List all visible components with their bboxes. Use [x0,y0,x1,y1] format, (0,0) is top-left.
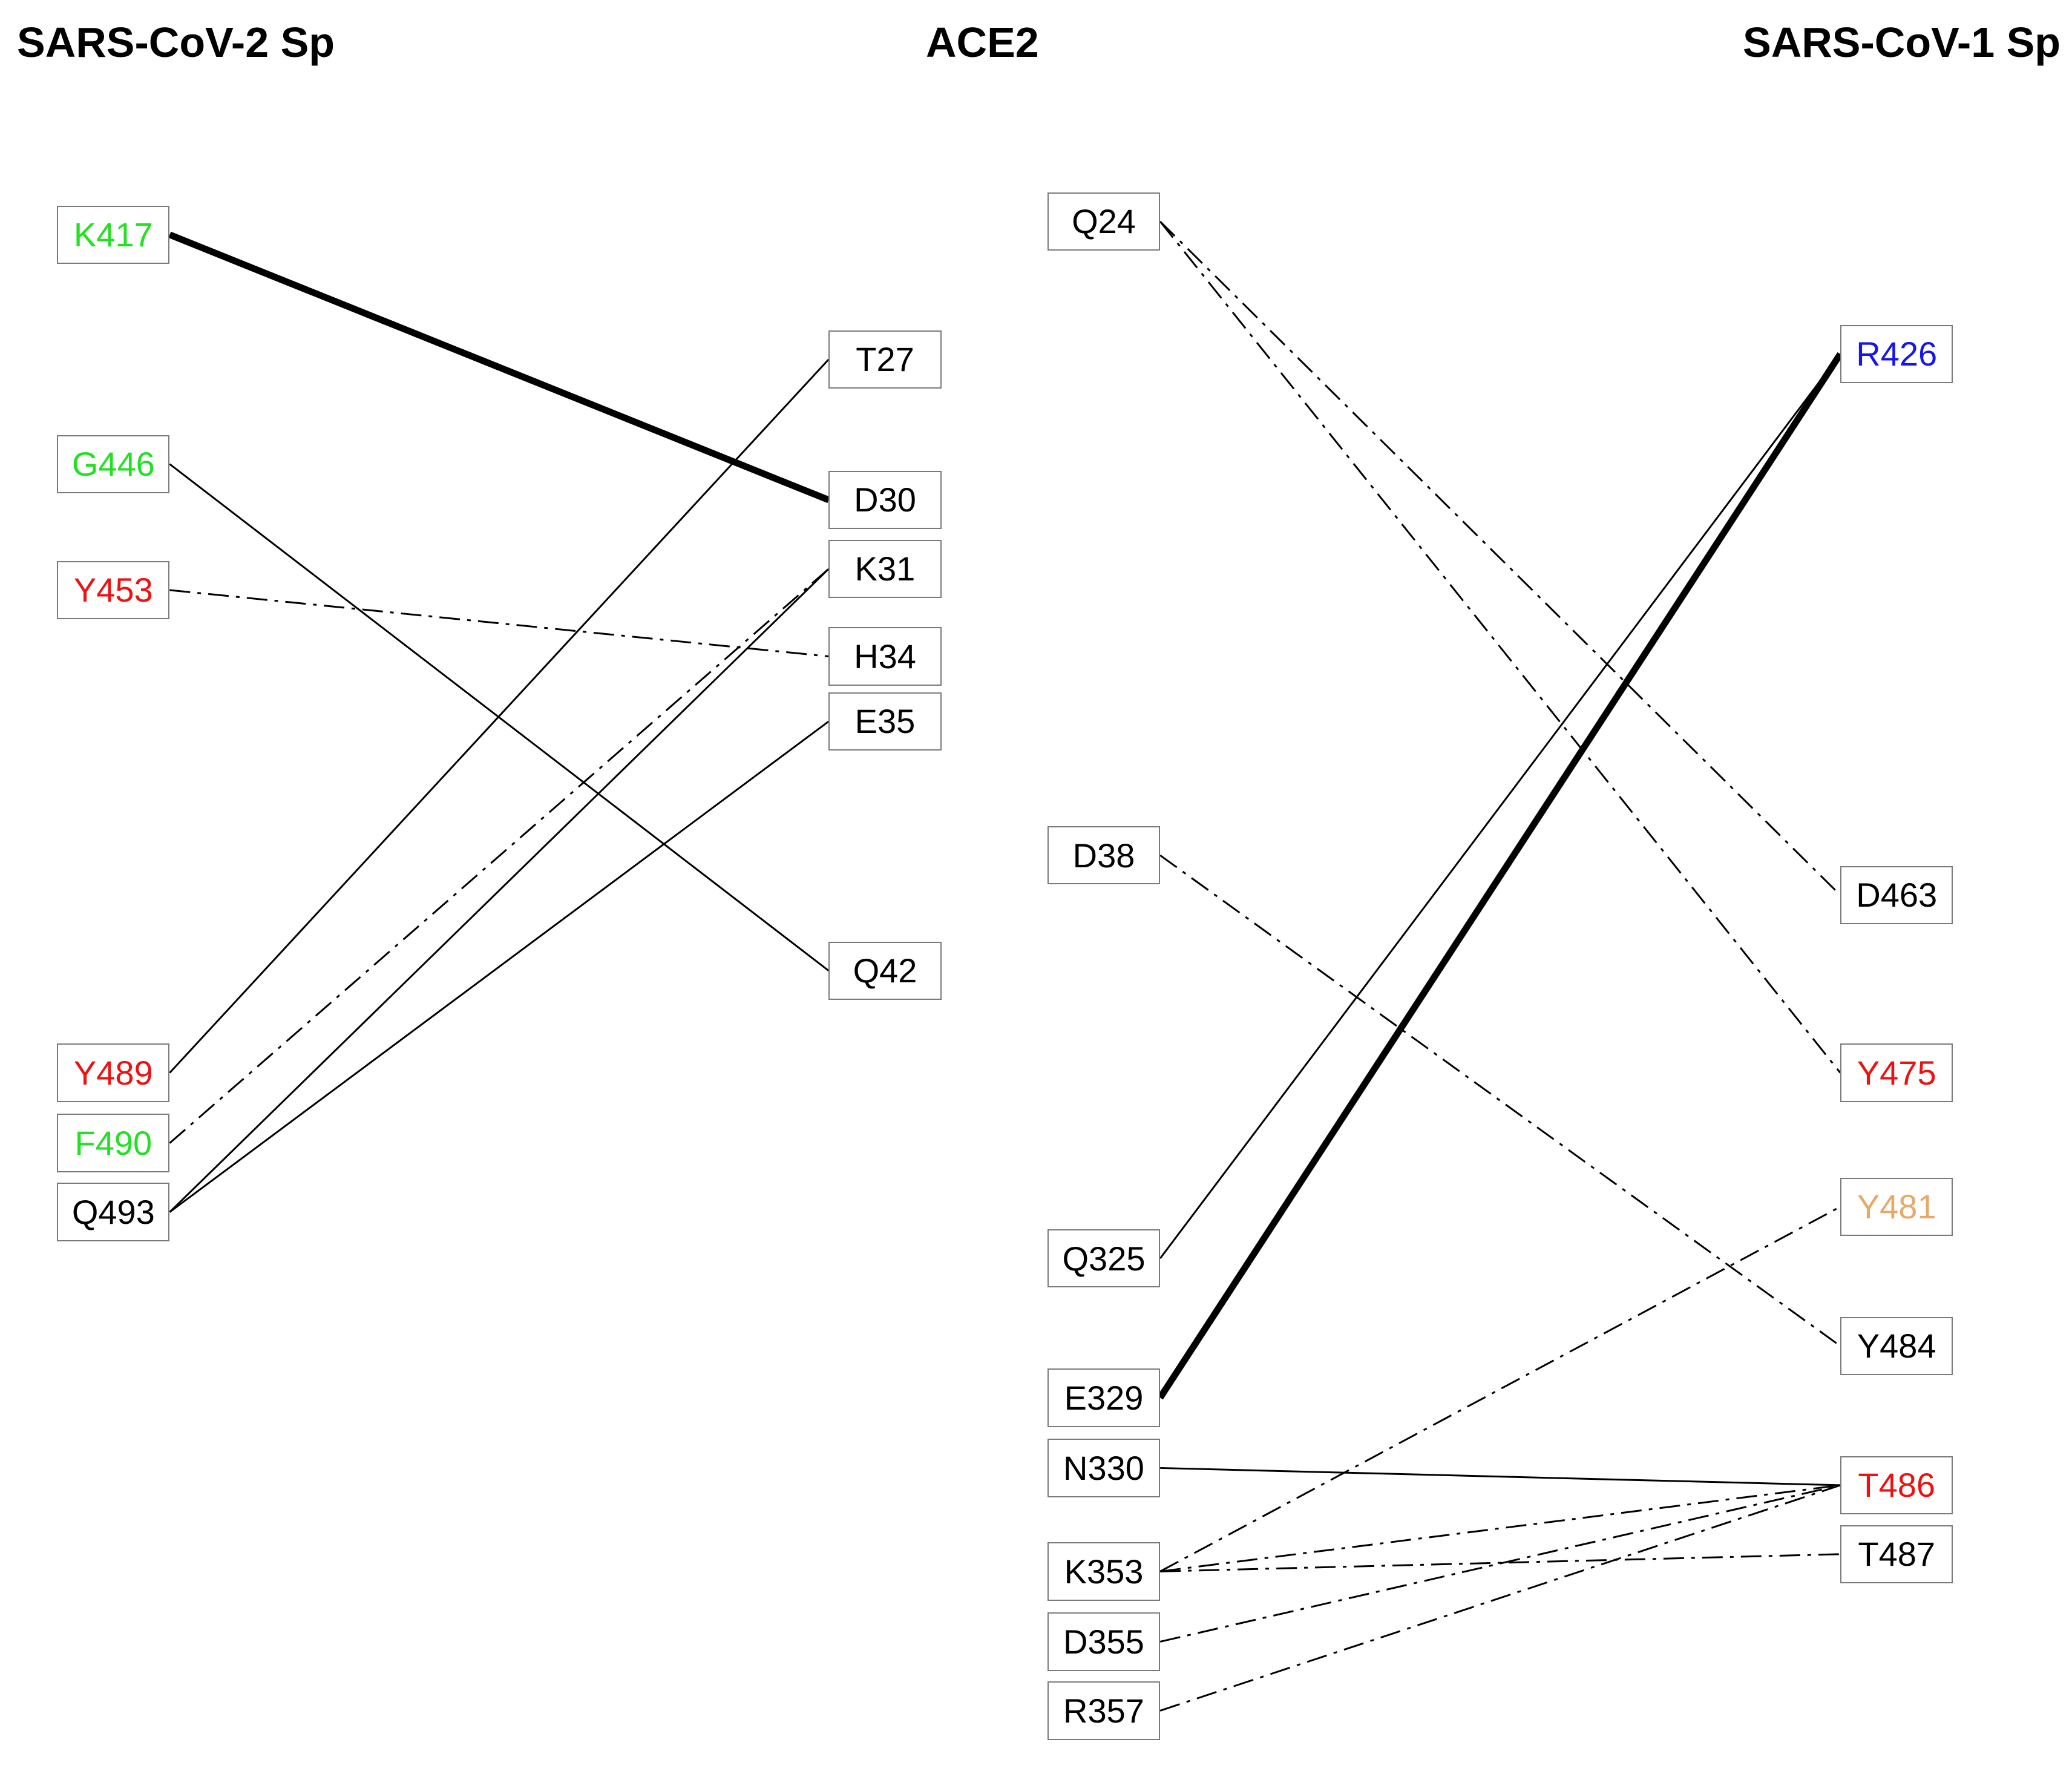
residue-e35: E35 [828,692,942,751]
residue-y489: Y489 [57,1043,170,1102]
residue-r357: R357 [1047,1681,1161,1740]
link-d38-y484 [1159,854,1841,1347]
residue-t486: T486 [1840,1456,1953,1515]
residue-y453: Y453 [57,560,170,620]
link-r357-t486 [1159,1484,1841,1712]
residue-k353: K353 [1047,1542,1161,1601]
link-e329-r426 [1157,352,1843,1400]
link-y489-t27 [169,358,830,1074]
link-q325-r426 [1159,353,1841,1260]
residue-t487: T487 [1840,1525,1953,1584]
residue-y481: Y481 [1840,1177,1953,1236]
link-q493-k31 [169,568,830,1213]
link-q493-e35 [169,720,830,1213]
residue-t27: T27 [828,330,942,389]
link-y453-h34 [169,589,829,658]
residue-q42: Q42 [828,941,942,1000]
residue-d355: D355 [1047,1612,1161,1671]
residue-k31: K31 [828,539,942,599]
residue-e329: E329 [1047,1368,1161,1427]
interaction-links [168,220,1843,1712]
link-k353-t486 [1159,1484,1841,1572]
link-q24-d463 [1159,220,1841,896]
link-q24-y475 [1159,220,1841,1074]
residue-q24: Q24 [1047,192,1161,251]
residue-q325: Q325 [1047,1229,1161,1288]
residue-d463: D463 [1840,866,1953,925]
residue-q493: Q493 [57,1183,170,1241]
residue-y484: Y484 [1840,1316,1953,1376]
residue-g446: G446 [57,435,170,494]
link-k353-y481 [1159,1206,1841,1572]
link-k417-d30 [168,231,830,504]
residue-f490: F490 [57,1114,170,1172]
link-n330-t486 [1160,1467,1841,1486]
residue-d30: D30 [828,470,942,530]
header-sars-cov-1-sp: SARS-CoV-1 Sp [1743,19,2061,66]
residue-y475: Y475 [1840,1043,1953,1102]
header-sars-cov-2-sp: SARS-CoV-2 Sp [17,19,335,66]
link-d355-t486 [1159,1484,1841,1643]
residue-d38: D38 [1047,826,1161,885]
header-ace2: ACE2 [926,19,1039,66]
residue-k417: K417 [57,205,170,264]
residue-h34: H34 [828,627,942,686]
residue-n330: N330 [1047,1439,1161,1497]
residue-r426: R426 [1840,324,1953,384]
link-f490-k31 [169,568,830,1144]
